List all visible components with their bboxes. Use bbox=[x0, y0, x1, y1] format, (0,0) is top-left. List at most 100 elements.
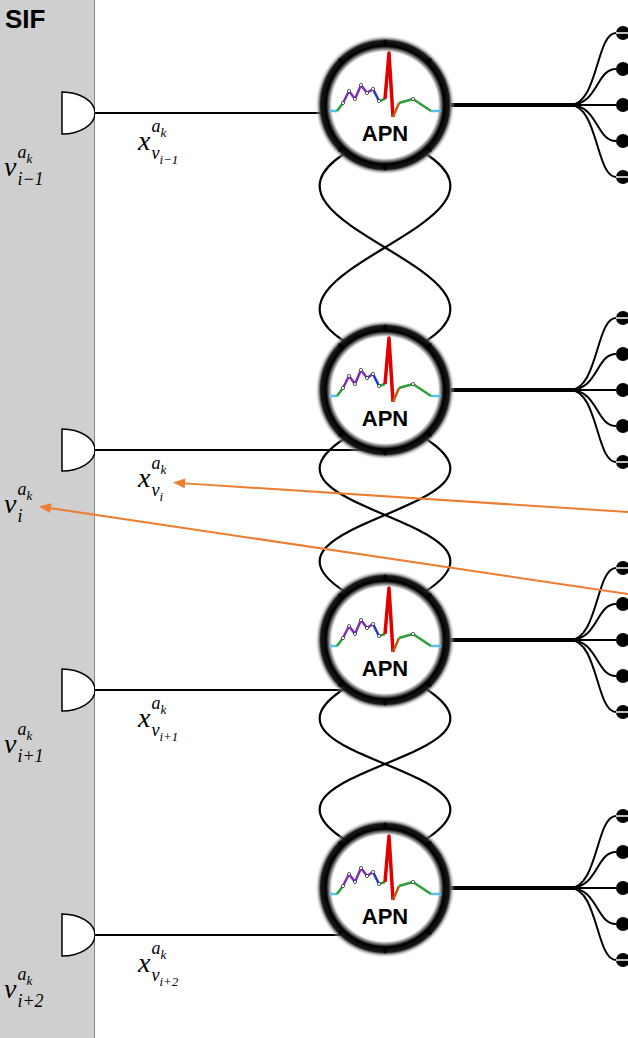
recurrent-link bbox=[320, 689, 451, 839]
spike-trace bbox=[343, 868, 373, 886]
apn-circle: APN bbox=[315, 320, 455, 460]
signal-label: xakvi+1 bbox=[138, 694, 181, 746]
spike-trace bbox=[329, 893, 337, 896]
ring-tick bbox=[426, 58, 432, 64]
trace-dot bbox=[353, 632, 356, 635]
spike-trace bbox=[393, 638, 399, 652]
ring-tick bbox=[383, 39, 388, 47]
variable-name: x bbox=[138, 127, 150, 155]
superscript-index: k bbox=[160, 703, 166, 716]
output-branch bbox=[570, 640, 616, 712]
receptor-label: vaki+1 bbox=[4, 720, 46, 768]
input-line bbox=[95, 112, 322, 114]
trace-dot bbox=[347, 89, 350, 92]
trace-dot bbox=[365, 626, 368, 629]
spike-trace bbox=[393, 103, 399, 117]
synapse-mark bbox=[616, 461, 628, 463]
receptor-label: vaki−1 bbox=[4, 143, 46, 191]
synapse-dot bbox=[616, 633, 628, 647]
trace-dot bbox=[377, 99, 380, 102]
trace-dot bbox=[353, 97, 356, 100]
trace-dot bbox=[359, 866, 362, 869]
ring-tick bbox=[426, 929, 432, 935]
ring-tick bbox=[383, 946, 388, 954]
callout-arrowhead bbox=[39, 503, 52, 513]
subscript-index: i bbox=[159, 490, 163, 503]
apn-circle: APN bbox=[315, 570, 455, 710]
synapse-dot bbox=[616, 419, 628, 433]
spike-trace bbox=[385, 836, 393, 900]
apn-ring bbox=[315, 818, 455, 958]
spike-trace bbox=[343, 85, 373, 103]
trace-dot bbox=[411, 632, 414, 635]
receptor-symbol bbox=[62, 914, 95, 956]
trace-dot bbox=[347, 624, 350, 627]
trace-dot bbox=[359, 618, 362, 621]
subscript: v bbox=[151, 144, 159, 162]
trace-dot bbox=[353, 880, 356, 883]
spike-trace bbox=[329, 395, 337, 398]
output-branch bbox=[570, 33, 616, 105]
synapse-dot bbox=[616, 170, 628, 184]
trace-dot bbox=[377, 384, 380, 387]
signal-label: xakvi−1 bbox=[138, 117, 181, 169]
synapse-mark bbox=[616, 567, 628, 569]
input-line bbox=[95, 934, 342, 936]
subscript-index: i+1 bbox=[159, 730, 178, 743]
spike-trace bbox=[385, 588, 393, 652]
trace-dot bbox=[371, 372, 374, 375]
apn-label: APN bbox=[315, 904, 455, 930]
output-branch bbox=[570, 105, 616, 141]
ring-tick bbox=[338, 841, 344, 847]
spike-trace bbox=[373, 624, 379, 636]
output-branch bbox=[570, 604, 616, 640]
ring-tick bbox=[426, 431, 432, 437]
ring-tick bbox=[426, 593, 432, 599]
output-branch bbox=[570, 390, 616, 462]
receptor-label: vaki bbox=[4, 480, 35, 528]
callout-arrow bbox=[185, 483, 628, 512]
spike-trace bbox=[399, 99, 431, 111]
trace-dot bbox=[377, 882, 380, 885]
trace-dot bbox=[347, 872, 350, 875]
subscript: i bbox=[17, 507, 22, 525]
spike-trace bbox=[431, 110, 441, 113]
ring-tick bbox=[338, 681, 344, 687]
receptor-symbol bbox=[62, 92, 95, 134]
subscript: i+1 bbox=[17, 747, 43, 765]
synapse-dot bbox=[616, 845, 628, 859]
ring-tick bbox=[383, 822, 388, 830]
recurrent-link bbox=[320, 439, 451, 591]
synapse-dot bbox=[616, 62, 628, 76]
output-trunk bbox=[451, 886, 575, 890]
superscript-index: k bbox=[26, 974, 32, 987]
subscript: i−1 bbox=[17, 170, 43, 188]
superscript-index: k bbox=[160, 126, 166, 139]
superscript: a bbox=[17, 965, 26, 983]
spike-trace bbox=[399, 384, 431, 396]
superscript: a bbox=[17, 143, 26, 161]
synapse-dot bbox=[616, 953, 628, 967]
apn-ring bbox=[315, 570, 455, 710]
spike-trace bbox=[393, 388, 399, 402]
spike-trace bbox=[343, 370, 373, 388]
input-line bbox=[95, 449, 363, 451]
apn-label: APN bbox=[315, 656, 455, 682]
input-line bbox=[95, 689, 345, 691]
ring-tick bbox=[383, 448, 388, 456]
ring-tick bbox=[338, 343, 344, 349]
recurrent-link bbox=[320, 154, 451, 341]
ring-tick bbox=[426, 681, 432, 687]
trace-dot bbox=[359, 83, 362, 86]
spike-trace bbox=[343, 620, 373, 638]
spike-trace bbox=[399, 634, 431, 646]
receptor-symbol bbox=[62, 669, 95, 711]
trace-dot bbox=[371, 870, 374, 873]
spike-trace bbox=[373, 374, 379, 386]
output-branch bbox=[570, 318, 616, 390]
output-branch bbox=[570, 568, 616, 640]
spike-trace bbox=[385, 338, 393, 402]
trace-dot bbox=[359, 368, 362, 371]
output-branch bbox=[570, 390, 616, 426]
ring-tick bbox=[383, 163, 388, 171]
